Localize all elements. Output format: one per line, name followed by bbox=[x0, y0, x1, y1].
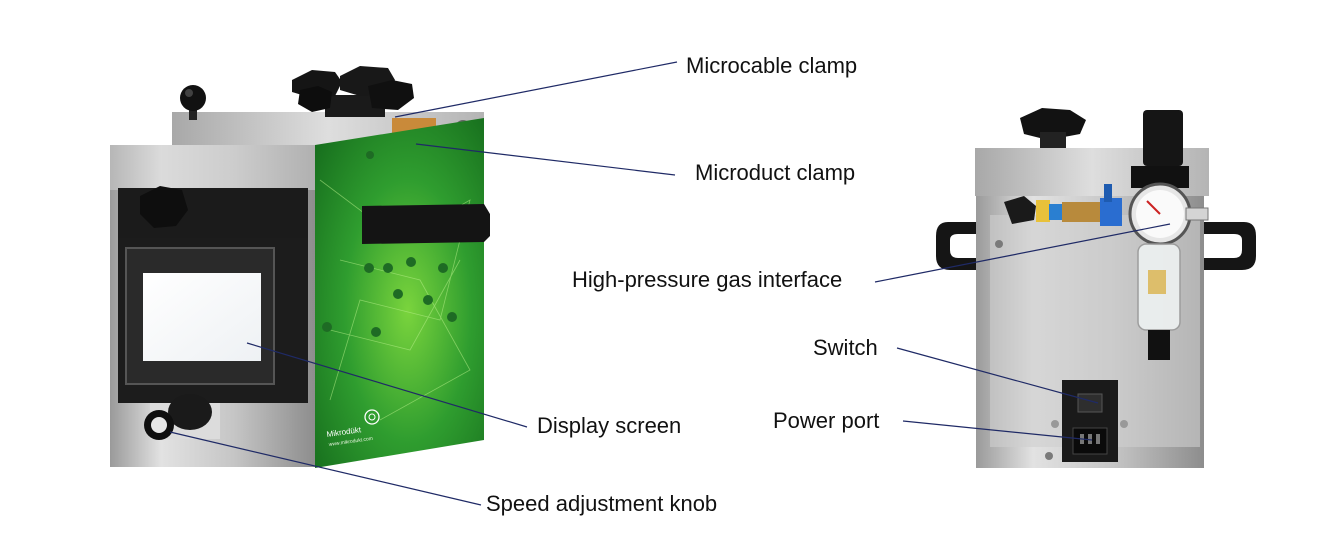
speed-adjustment-knob bbox=[144, 394, 220, 440]
display-screen bbox=[143, 273, 261, 361]
door-knob bbox=[140, 186, 188, 228]
callout-high-pressure-gas-interface: High-pressure gas interface bbox=[572, 267, 843, 292]
leader-speed-knob bbox=[169, 431, 482, 506]
side-handle bbox=[362, 204, 490, 244]
ball-knob-stem bbox=[189, 106, 197, 120]
ball-knob bbox=[180, 85, 206, 111]
high-pressure-gas-interface bbox=[1004, 184, 1122, 226]
power-module bbox=[1051, 380, 1128, 462]
leader-microduct-clamp bbox=[415, 143, 676, 176]
rear-device bbox=[936, 108, 1256, 468]
callout-speed-adjustment-knob: Speed adjustment knob bbox=[486, 491, 718, 516]
mikrodukt-logo bbox=[364, 409, 380, 425]
rear-right-handle bbox=[1194, 222, 1256, 270]
callout-microcable-clamp: Microcable clamp bbox=[686, 53, 858, 78]
leader-lines bbox=[169, 61, 1171, 506]
leader-display-screen bbox=[246, 342, 528, 428]
callout-power-port: Power port bbox=[773, 408, 880, 433]
microcable-clamp-knobs bbox=[292, 66, 414, 117]
leader-gas-interface bbox=[874, 223, 1171, 283]
callout-display-screen: Display screen bbox=[537, 413, 682, 438]
leader-switch bbox=[896, 347, 1099, 404]
callout-switch: Switch bbox=[813, 335, 878, 360]
rear-top-knob bbox=[1020, 108, 1086, 140]
leader-microcable-clamp bbox=[394, 61, 678, 118]
front-device: Mikrodükt www.mikrodukt.com bbox=[110, 66, 490, 468]
switch bbox=[1077, 393, 1103, 413]
leader-power-port bbox=[902, 420, 1093, 441]
callout-microduct-clamp: Microduct clamp bbox=[695, 160, 856, 185]
